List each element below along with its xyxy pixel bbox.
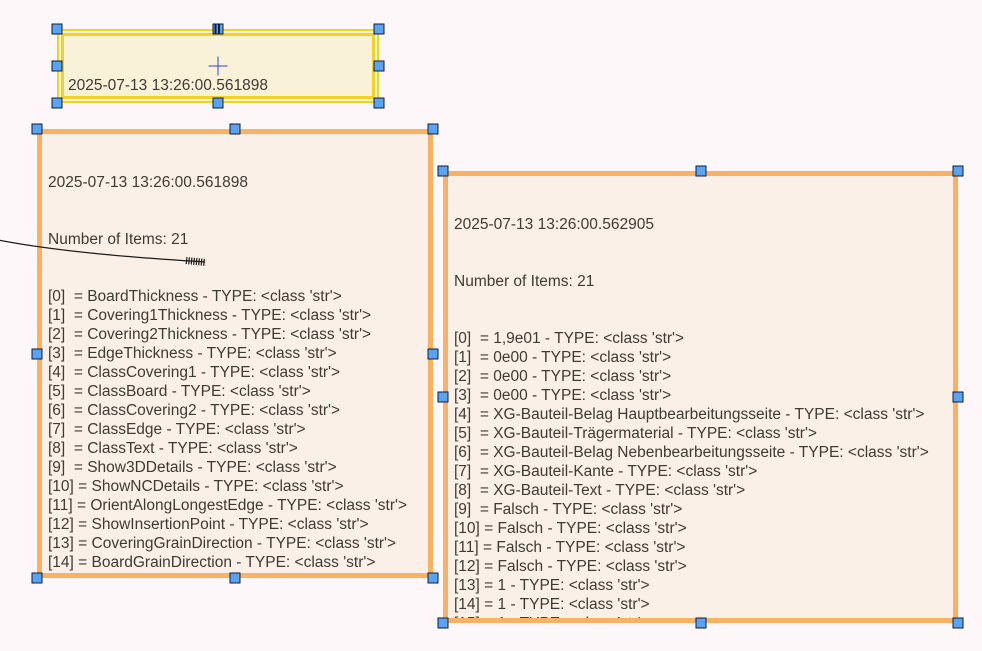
selection-handle-sw[interactable]	[31, 572, 43, 584]
selection-handle-ne[interactable]	[952, 165, 964, 177]
debug-box-attribute-names[interactable]: 2025-07-13 13:26:00.561898 Number of Ite…	[37, 129, 433, 578]
item-line: [10] = ShowNCDetails - TYPE: <class 'str…	[48, 478, 344, 495]
yellow-inner-border: 2025-07-13 13:26:00.561898 Number of Ite…	[61, 33, 375, 99]
item-count-text: Number of Items: 21	[454, 273, 595, 290]
selection-handle-n-grip[interactable]	[212, 23, 224, 35]
item-line: [13] = CoveringGrainDirection - TYPE: <c…	[48, 535, 397, 552]
item-line: [0] = BoardThickness - TYPE: <class 'str…	[48, 288, 342, 305]
selection-handle-s[interactable]	[212, 97, 224, 109]
selection-handle-w[interactable]	[51, 60, 63, 72]
item-line: [12] = ShowInsertionPoint - TYPE: <class…	[48, 516, 369, 533]
selection-handle-sw[interactable]	[51, 97, 63, 109]
item-line-list: [0] = 1,9e01 - TYPE: <class 'str'> [1] = …	[454, 329, 947, 618]
selection-handle-se[interactable]	[427, 572, 439, 584]
item-line: [11] = Falsch - TYPE: <class 'str'>	[454, 539, 686, 556]
selection-handle-nw[interactable]	[51, 23, 63, 35]
item-line: [4] = ClassCovering1 - TYPE: <class 'str…	[48, 364, 341, 381]
timestamp-text: 2025-07-13 13:26:00.561898	[68, 77, 268, 94]
item-line: [15] = 1 - TYPE: <class 'str'>	[454, 614, 947, 618]
item-line: [12] = Falsch - TYPE: <class 'str'>	[454, 558, 687, 575]
item-line: [1] = 0e00 - TYPE: <class 'str'>	[454, 349, 672, 366]
item-line: [14] = BoardGrainDirection - TYPE: <clas…	[48, 554, 376, 571]
debug-box-attribute-values[interactable]: 2025-07-13 13:26:00.562905 Number of Ite…	[443, 171, 958, 623]
item-line: [1] = Covering1Thickness - TYPE: <class …	[48, 307, 372, 324]
selection-handle-w[interactable]	[31, 348, 43, 359]
item-line: [9] = Falsch - TYPE: <class 'str'>	[454, 501, 683, 518]
selection-handle-w[interactable]	[437, 391, 449, 403]
item-count-text: Number of Items: 21	[48, 231, 189, 248]
selection-handle-ne[interactable]	[427, 123, 439, 135]
item-line: [3] = 0e00 - TYPE: <class 'str'>	[454, 387, 672, 404]
item-line: [10] = Falsch - TYPE: <class 'str'>	[454, 520, 687, 537]
timestamp-text: 2025-07-13 13:26:00.562905	[454, 216, 654, 233]
item-line: [6] = XG-Bauteil-Belag Nebenbearbeitungs…	[454, 444, 929, 461]
item-line: [7] = ClassEdge - TYPE: <class 'str'>	[48, 421, 306, 438]
selection-handle-e[interactable]	[427, 348, 439, 359]
selection-handle-e[interactable]	[952, 391, 964, 403]
selection-handle-sw[interactable]	[437, 617, 449, 629]
item-line: [6] = ClassCovering2 - TYPE: <class 'str…	[48, 402, 341, 419]
item-line: [5] = ClassBoard - TYPE: <class 'str'>	[48, 383, 311, 400]
item-line: [4] = XG-Bauteil-Belag Hauptbearbeitungs…	[454, 406, 925, 423]
selection-handle-se[interactable]	[373, 97, 385, 109]
selection-handle-nw[interactable]	[437, 165, 449, 177]
selection-handle-nw[interactable]	[31, 123, 43, 135]
item-line: [0] = 1,9e01 - TYPE: <class 'str'>	[454, 330, 685, 347]
item-line: [5] = XG-Bauteil-Trägermaterial - TYPE: …	[454, 425, 817, 442]
selection-handle-n[interactable]	[229, 123, 241, 135]
item-line: [8] = XG-Bauteil-Text - TYPE: <class 'st…	[454, 482, 746, 499]
selection-handle-e[interactable]	[373, 60, 385, 72]
item-line: [2] = 0e00 - TYPE: <class 'str'>	[454, 368, 672, 385]
item-line: [14] = 1 - TYPE: <class 'str'>	[454, 596, 650, 613]
item-line: [3] = EdgeThickness - TYPE: <class 'str'…	[48, 345, 337, 362]
selection-handle-se[interactable]	[952, 617, 964, 629]
item-line: [2] = Covering2Thickness - TYPE: <class …	[48, 326, 372, 343]
item-line: [7] = XG-Bauteil-Kante - TYPE: <class 's…	[454, 463, 758, 480]
timestamp-text: 2025-07-13 13:26:00.561898	[48, 174, 248, 191]
item-line: [8] = ClassText - TYPE: <class 'str'>	[48, 440, 298, 457]
selection-handle-s[interactable]	[695, 617, 706, 629]
selection-handle-n[interactable]	[695, 165, 706, 177]
selection-handle-ne[interactable]	[373, 23, 385, 35]
item-line: [11] = OrientAlongLongestEdge - TYPE: <c…	[48, 497, 408, 514]
item-line: [9] = Show3DDetails - TYPE: <class 'str'…	[48, 459, 337, 476]
selection-handle-s[interactable]	[229, 572, 241, 584]
item-line: [13] = 1 - TYPE: <class 'str'>	[454, 577, 650, 594]
debug-box-part-type[interactable]: 2025-07-13 13:26:00.561898 Number of Ite…	[57, 29, 379, 103]
item-line-list: [0] = BoardThickness - TYPE: <class 'str…	[48, 287, 422, 573]
